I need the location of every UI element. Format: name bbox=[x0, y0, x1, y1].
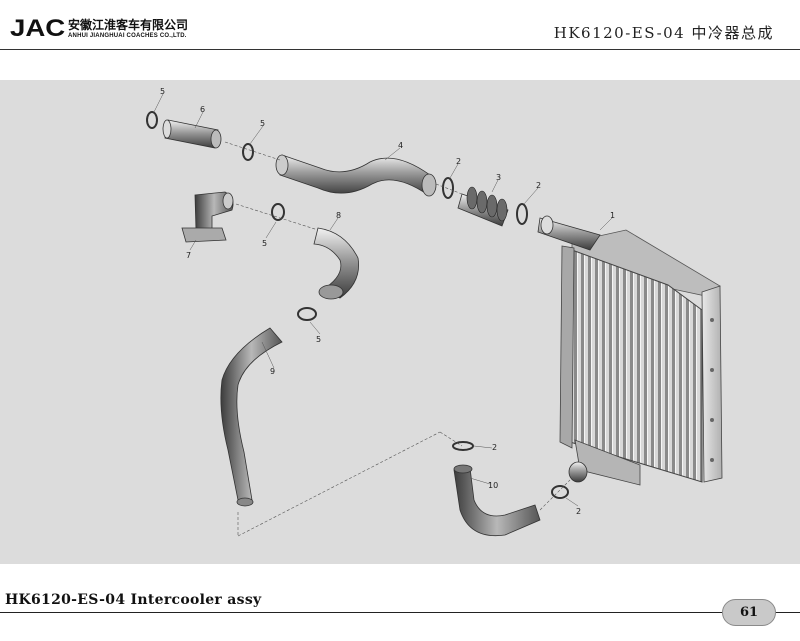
callout-7: 7 bbox=[186, 251, 191, 260]
part-3-rubber-bellows bbox=[457, 186, 509, 227]
part-9-long-pipe bbox=[220, 327, 283, 507]
header-divider bbox=[0, 49, 800, 50]
footer-divider bbox=[0, 612, 800, 613]
page-header: JAC 安徽江淮客车有限公司 ANHUI JIANGHUAI COACHES C… bbox=[0, 0, 800, 52]
logo-text: 安徽江淮客车有限公司 ANHUI JIANGHUAI COACHES CO.,L… bbox=[68, 18, 188, 40]
part-4-s-pipe bbox=[275, 154, 437, 197]
callout-3: 3 bbox=[496, 173, 501, 182]
callout-2d: 2 bbox=[576, 507, 581, 516]
part-6-straight-pipe bbox=[162, 119, 222, 149]
callout-5a: 5 bbox=[160, 87, 165, 96]
callout-5d: 5 bbox=[316, 335, 321, 344]
assembly-guide-lines bbox=[224, 141, 571, 537]
hose-clamps bbox=[146, 111, 569, 499]
callout-8: 8 bbox=[336, 211, 341, 220]
part-1-intercooler-core bbox=[537, 215, 723, 486]
company-name-cn: 安徽江淮客车有限公司 bbox=[68, 18, 189, 32]
callout-2c: 2 bbox=[492, 443, 497, 452]
callout-10: 10 bbox=[488, 481, 498, 490]
logo-brand: JAC bbox=[10, 15, 66, 42]
part-7-flanged-elbow bbox=[181, 191, 234, 243]
company-name-en: ANHUI JIANGHUAI COACHES CO.,LTD. bbox=[68, 33, 187, 39]
callout-2b: 2 bbox=[536, 181, 541, 190]
callout-1: 1 bbox=[610, 211, 615, 220]
callout-9: 9 bbox=[270, 367, 275, 376]
part-10-lower-hose bbox=[453, 464, 541, 537]
company-logo: JAC 安徽江淮客车有限公司 ANHUI JIANGHUAI COACHES C… bbox=[10, 15, 188, 42]
intercooler-exploded-view: 1 2 2 2 2 3 4 5 5 5 5 6 7 8 9 10 bbox=[146, 87, 723, 537]
callout-2a: 2 bbox=[456, 157, 461, 166]
callout-6: 6 bbox=[200, 105, 205, 114]
footer-title: HK6120-ES-04 Intercooler assy bbox=[5, 592, 262, 608]
document-title: HK6120-ES-04 中冷器总成 bbox=[553, 24, 774, 42]
callout-numbers: 1 2 2 2 2 3 4 5 5 5 5 6 7 8 9 10 bbox=[160, 87, 615, 516]
part-8-bent-hose bbox=[313, 227, 359, 300]
page-number-badge: 61 bbox=[722, 599, 776, 626]
callout-leaders bbox=[153, 93, 613, 507]
callout-4: 4 bbox=[398, 141, 403, 150]
callout-5b: 5 bbox=[260, 119, 265, 128]
exploded-view-drawing: 1 2 2 2 2 3 4 5 5 5 5 6 7 8 9 10 bbox=[0, 80, 800, 564]
page-number: 61 bbox=[739, 605, 759, 620]
callout-5c: 5 bbox=[262, 239, 267, 248]
